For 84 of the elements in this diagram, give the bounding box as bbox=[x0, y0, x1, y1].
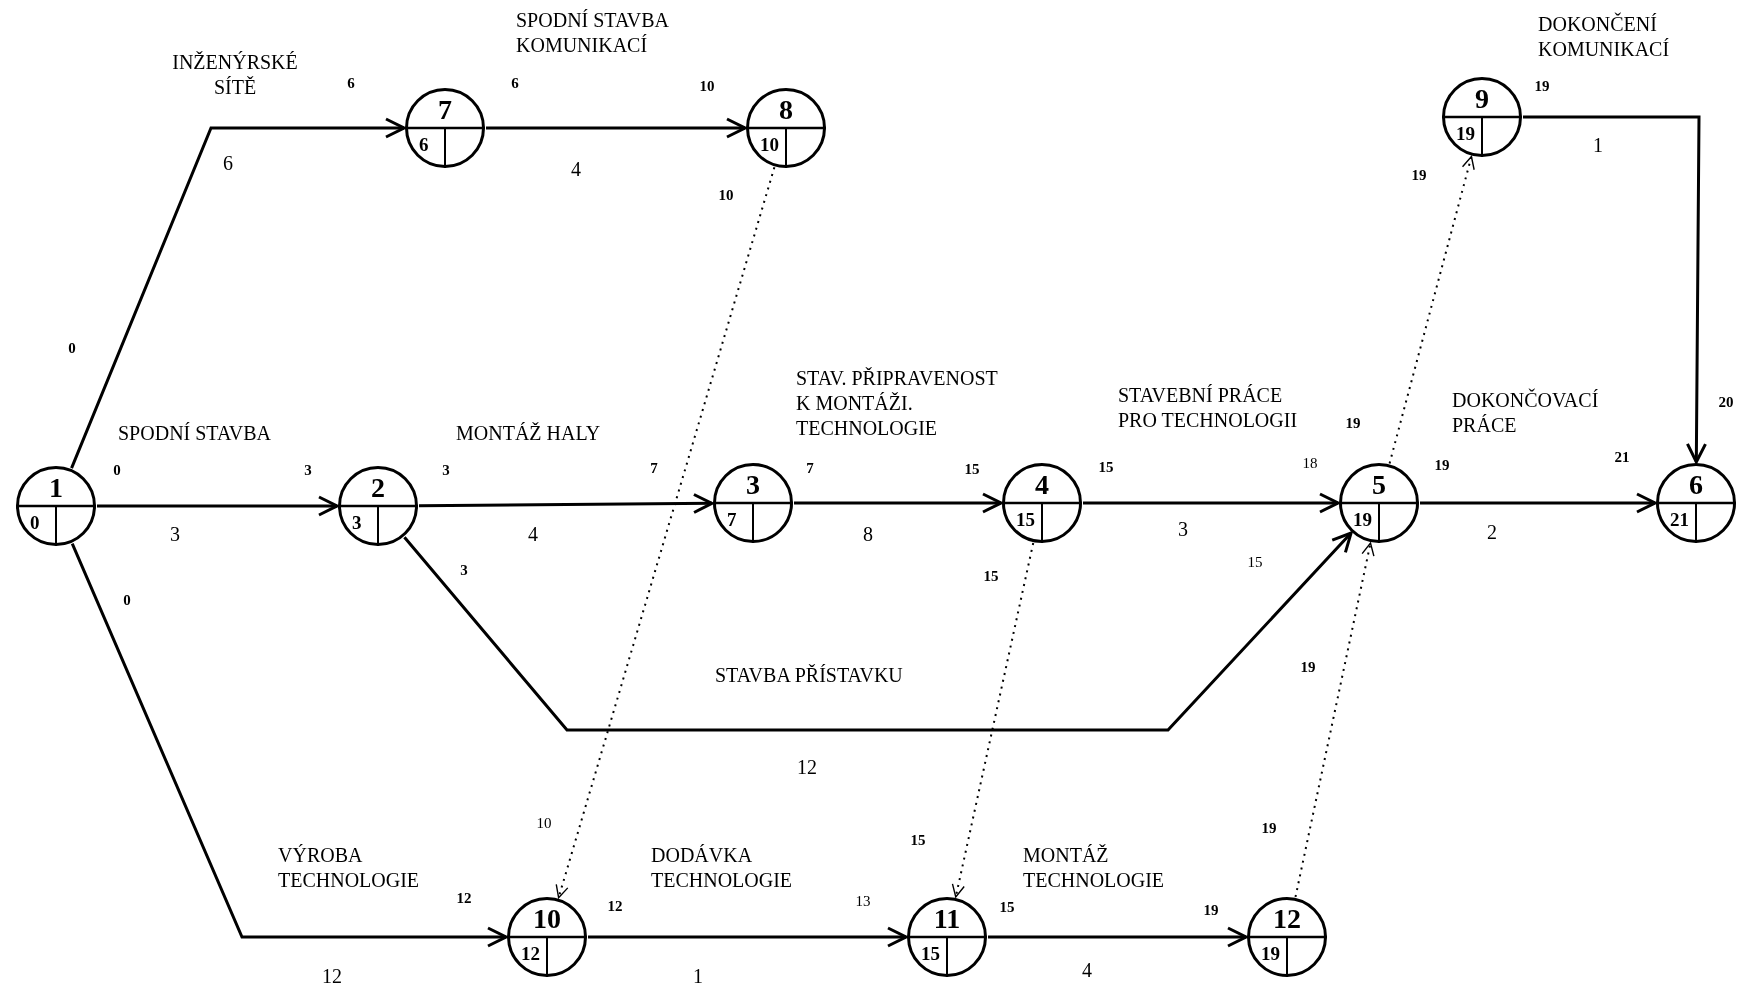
time-value: 15 bbox=[964, 461, 980, 477]
duration-value: 1 bbox=[1593, 135, 1603, 155]
duration-value: 3 bbox=[1178, 519, 1188, 539]
event-time: 3 bbox=[352, 513, 362, 533]
arrow bbox=[1523, 115, 1707, 464]
arrow bbox=[1388, 155, 1475, 465]
event-number: 11 bbox=[932, 904, 962, 934]
time-value: 21 bbox=[1614, 449, 1630, 465]
time-value: 18 bbox=[1302, 455, 1318, 471]
duration-value: 12 bbox=[322, 966, 342, 986]
time-value: 15 bbox=[1098, 459, 1114, 475]
duration-value: 6 bbox=[223, 153, 233, 173]
time-value: 0 bbox=[113, 462, 121, 478]
time-value: 13 bbox=[855, 893, 871, 909]
duration-value: 3 bbox=[170, 524, 180, 544]
arrow bbox=[403, 531, 1353, 732]
time-value: 15 bbox=[999, 899, 1015, 915]
event-time: 15 bbox=[921, 944, 940, 964]
event-number: 12 bbox=[1272, 904, 1302, 934]
event-time: 19 bbox=[1456, 124, 1475, 144]
time-value: 6 bbox=[347, 75, 355, 91]
time-value: 20 bbox=[1718, 394, 1734, 410]
event-number: 6 bbox=[1688, 470, 1704, 500]
duration-value: 1 bbox=[693, 966, 703, 986]
event-time: 19 bbox=[1353, 510, 1372, 530]
time-value: 12 bbox=[456, 890, 472, 906]
event-number: 1 bbox=[48, 473, 64, 503]
time-value: 10 bbox=[718, 187, 734, 203]
event-time: 10 bbox=[760, 135, 779, 155]
event-time: 15 bbox=[1016, 510, 1035, 530]
event-time: 7 bbox=[727, 510, 737, 530]
time-value: 19 bbox=[1434, 457, 1450, 473]
time-value: 3 bbox=[304, 462, 312, 478]
event-number: 7 bbox=[437, 95, 453, 125]
event-time: 6 bbox=[419, 135, 429, 155]
time-value: 7 bbox=[806, 460, 814, 476]
time-value: 10 bbox=[536, 815, 552, 831]
duration-value: 2 bbox=[1487, 522, 1497, 542]
arrow bbox=[1294, 542, 1375, 898]
time-value: 19 bbox=[1261, 820, 1277, 836]
arrow bbox=[951, 542, 1035, 898]
event-number: 4 bbox=[1034, 470, 1050, 500]
time-value: 19 bbox=[1345, 415, 1361, 431]
time-value: 6 bbox=[511, 75, 519, 91]
event-number: 3 bbox=[745, 470, 761, 500]
time-value: 19 bbox=[1203, 902, 1219, 918]
time-value: 15 bbox=[910, 832, 926, 848]
arrow bbox=[70, 543, 508, 948]
time-value: 19 bbox=[1300, 659, 1316, 675]
event-time: 21 bbox=[1670, 510, 1689, 530]
event-time: 0 bbox=[30, 513, 40, 533]
duration-value: 8 bbox=[863, 524, 873, 544]
duration-value: 4 bbox=[528, 524, 538, 544]
event-number: 9 bbox=[1474, 84, 1490, 114]
time-value: 0 bbox=[123, 592, 131, 608]
duration-value: 12 bbox=[797, 757, 817, 777]
duration-value: 4 bbox=[1082, 960, 1092, 980]
event-number: 8 bbox=[778, 95, 794, 125]
arrow bbox=[486, 117, 747, 139]
time-value: 10 bbox=[699, 78, 715, 94]
arrow bbox=[794, 492, 1003, 514]
arrow bbox=[555, 166, 776, 899]
time-value: 19 bbox=[1534, 78, 1550, 94]
duration-value: 4 bbox=[571, 159, 581, 179]
time-value: 15 bbox=[1247, 554, 1263, 570]
arrow bbox=[1420, 492, 1657, 514]
arrow bbox=[97, 495, 339, 517]
arrow bbox=[70, 117, 406, 469]
time-value: 3 bbox=[442, 462, 450, 478]
event-time: 12 bbox=[521, 944, 540, 964]
arrow bbox=[588, 926, 908, 948]
arrow bbox=[988, 926, 1248, 948]
time-value: 15 bbox=[983, 568, 999, 584]
arrow bbox=[1083, 492, 1340, 514]
time-value: 7 bbox=[650, 460, 658, 476]
time-value: 12 bbox=[607, 898, 623, 914]
event-time: 19 bbox=[1261, 944, 1280, 964]
event-number: 2 bbox=[370, 473, 386, 503]
event-number: 5 bbox=[1371, 470, 1387, 500]
event-number: 10 bbox=[532, 904, 562, 934]
time-value: 19 bbox=[1411, 167, 1427, 183]
time-value: 0 bbox=[68, 340, 76, 356]
arrow bbox=[419, 492, 714, 514]
time-value: 3 bbox=[460, 562, 468, 578]
